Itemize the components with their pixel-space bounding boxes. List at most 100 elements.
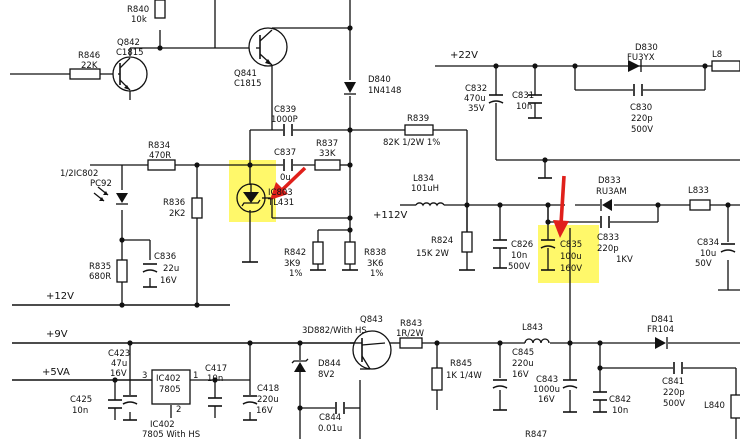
c830-volt: 500V (631, 125, 653, 135)
r835-value: 680R (89, 272, 111, 282)
ic402-pin3: 3 (142, 371, 147, 381)
c832-ref: C832 (465, 84, 487, 94)
ic402-regulator (151, 369, 191, 405)
rail-9v-label: +9V (46, 329, 68, 340)
q841-ref: Q841 (234, 69, 257, 79)
c830-ref: C830 (630, 103, 652, 113)
c423-capacitor (122, 395, 138, 421)
c836-capacitor (142, 263, 158, 288)
d833-value: RU3AM (596, 187, 627, 197)
c845-capacitor (492, 379, 508, 411)
l833-inductor (689, 199, 711, 211)
c837-ref: C837 (274, 148, 296, 158)
d841-value: FR104 (647, 325, 674, 335)
c841-volt: 500V (663, 399, 685, 409)
c835-value: 100u (560, 252, 582, 262)
c839-value: 1000P (271, 115, 298, 125)
r835-ref: R835 (89, 262, 111, 272)
d830-diode (628, 60, 642, 72)
c832-value: 470u (464, 94, 486, 104)
c826-ref: C826 (511, 240, 533, 250)
r838-resistor (344, 241, 356, 265)
q842-transistor (112, 56, 148, 92)
d844-zener (291, 358, 309, 372)
c831-ref: C831 (512, 91, 534, 101)
c834-ref: C834 (697, 238, 719, 248)
r837-resistor (314, 159, 341, 171)
c830-value: 220p (631, 114, 653, 124)
l843-ref: L843 (522, 323, 543, 333)
r839-ref: R839 (407, 114, 429, 124)
c833-capacitor (600, 216, 610, 228)
l833-ref: L833 (688, 186, 709, 196)
ic402-pin2: 2 (176, 405, 181, 415)
c833-ref: C833 (597, 233, 619, 243)
d841-ref: D841 (651, 315, 674, 325)
l840-inductor (730, 394, 740, 419)
r843-resistor (399, 337, 423, 349)
c837-capacitor (283, 159, 293, 171)
ic402-pin1: 1 (193, 371, 198, 381)
r838-value: 3K6 (367, 259, 383, 269)
d844-value: 8V2 (318, 370, 335, 380)
r846-ref: R846 (78, 51, 100, 61)
r842-resistor (312, 241, 324, 265)
q842-ref: Q842 (117, 38, 140, 48)
c834-volt: 50V (695, 259, 712, 269)
c845-value: 220u (512, 359, 534, 369)
r843-ref: R843 (400, 319, 422, 329)
r839-value: 82K 1/2W 1% (383, 138, 440, 148)
q843-ref: Q843 (360, 315, 383, 325)
l834-inductor (415, 202, 445, 207)
c425-value: 10n (72, 406, 88, 416)
c835-volt: 160V (560, 264, 582, 274)
c835-ref: C835 (560, 240, 582, 250)
r840-value: 10k (131, 15, 147, 25)
c843-value: 1000u (533, 385, 560, 395)
r836-ref: R836 (163, 198, 185, 208)
c844-ref: C844 (319, 413, 341, 423)
d833-diode (600, 199, 612, 211)
red-arrow-c835 (553, 175, 569, 238)
q843-value: 3D882/With HS (302, 326, 367, 336)
r836-resistor (191, 197, 203, 219)
q841-value: C1815 (234, 79, 262, 89)
c844-capacitor (335, 402, 345, 414)
d830-ref: D830 (635, 43, 658, 53)
d840-diode (344, 82, 356, 95)
r824-value: 15K 2W (416, 249, 449, 259)
junction-dots (112, 25, 731, 411)
c843-volt: 16V (538, 395, 555, 405)
c425-ref: C425 (70, 395, 92, 405)
d840-ref: D840 (368, 75, 391, 85)
r824-ref: R824 (431, 236, 453, 246)
ic802-value: PC92 (90, 179, 112, 189)
r834-resistor (147, 159, 176, 171)
r840-resistor (154, 0, 166, 19)
ic803-tl431-symbol (236, 183, 266, 213)
c423-ref: C423 (108, 349, 130, 359)
r834-ref: R834 (148, 141, 170, 151)
c830-capacitor (633, 84, 643, 96)
r845-resistor (431, 367, 443, 391)
r840-ref: R840 (127, 5, 149, 15)
r838-ref: R838 (364, 248, 386, 258)
r839-resistor (404, 124, 434, 136)
c833-volt: 1KV (616, 255, 633, 265)
c831-value: 10n (516, 102, 532, 112)
rail-5va-label: +5VA (42, 367, 70, 378)
c423-value: 47u (111, 359, 127, 369)
ic402-value: 7805 (159, 385, 181, 395)
c842-value: 10n (612, 406, 628, 416)
r837-value: 33K (319, 149, 336, 159)
l834-ref: L834 (413, 174, 434, 184)
c834-value: 10u (700, 249, 716, 259)
c418-ref: C418 (257, 384, 279, 394)
r843-value: 1R/2W (396, 329, 425, 339)
c841-capacitor (673, 362, 683, 374)
d833-ref: D833 (598, 176, 621, 186)
r842-tol: 1% (289, 269, 303, 279)
c841-value: 220p (663, 388, 685, 398)
ic803-value: TL431 (267, 198, 294, 208)
